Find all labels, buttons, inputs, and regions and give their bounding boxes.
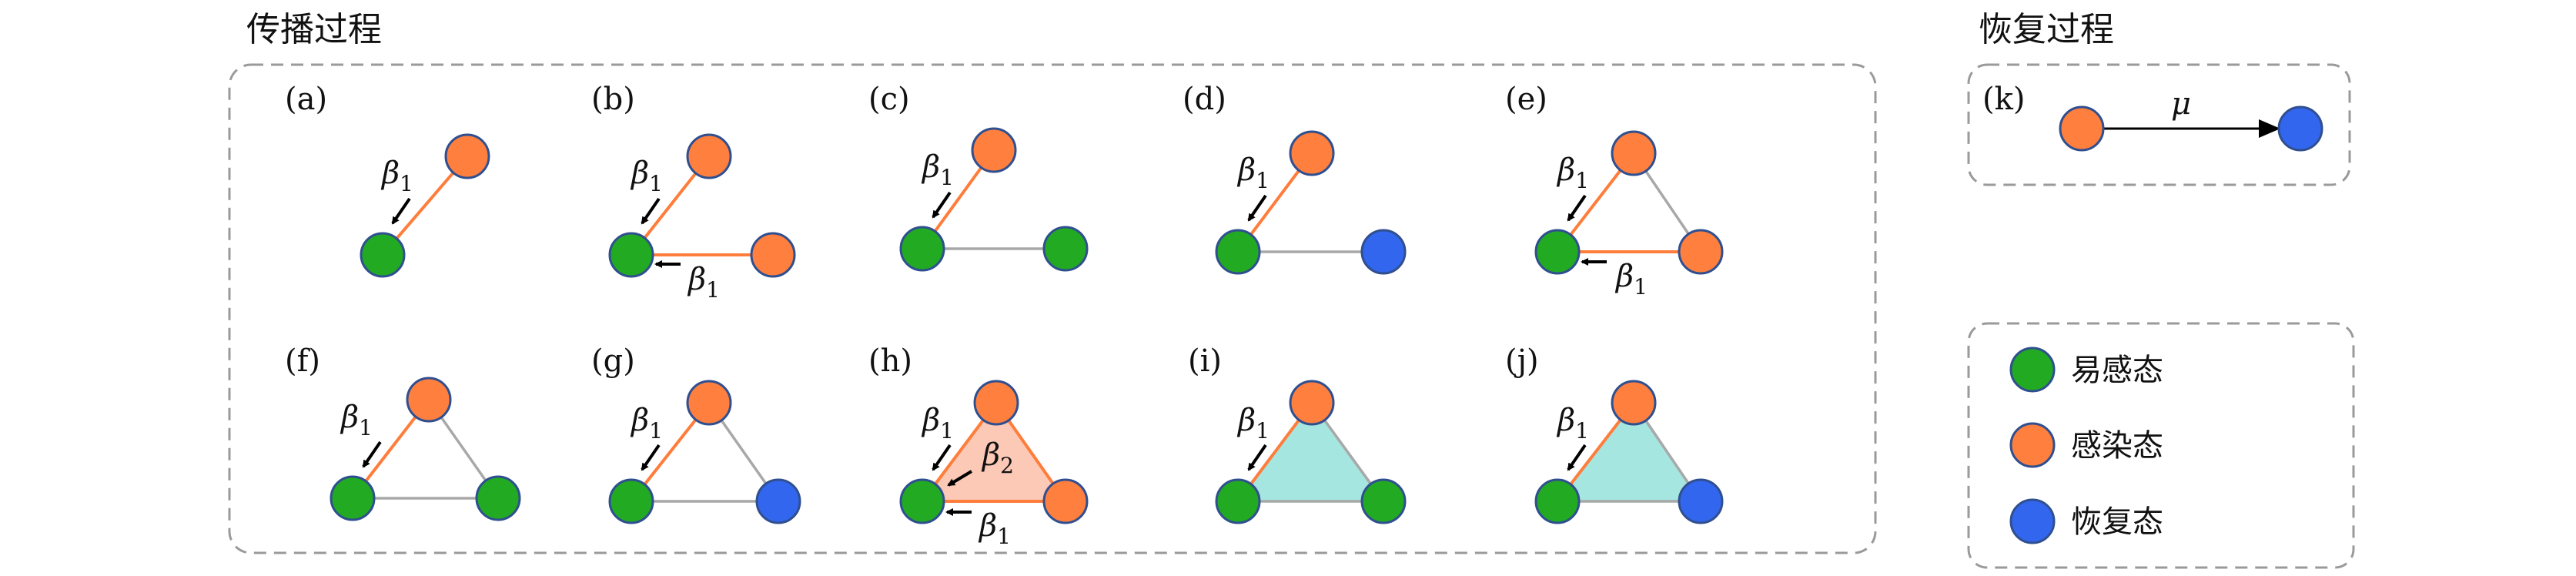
beta-label: β1	[921, 403, 954, 444]
infected-node	[444, 133, 490, 179]
legend-swatch-recovered	[2009, 498, 2056, 544]
beta1-arrow	[1247, 444, 1267, 471]
recovery-process-box	[1967, 63, 2351, 186]
recovered-node	[1678, 478, 1724, 524]
neutral-simplex-fill	[1238, 403, 1383, 501]
panel-g: (g) β1	[591, 343, 801, 524]
legend-label-recovered: 恢复态	[2071, 504, 2163, 540]
beta1-arrow	[1567, 194, 1587, 222]
infected-node	[1289, 130, 1335, 176]
infected-node	[1611, 130, 1657, 176]
panel-label-g: (g)	[591, 343, 635, 379]
beta1-arrow	[391, 197, 411, 225]
recovered-node	[2277, 105, 2323, 152]
panel-label-b: (b)	[591, 82, 635, 117]
beta-label: β1	[978, 508, 1011, 549]
beta1-arrow	[641, 444, 661, 471]
beta-label: β1	[1614, 259, 1648, 300]
beta1-arrow	[1567, 444, 1587, 471]
beta-label: β1	[340, 400, 373, 440]
panel-label-h: (h)	[868, 343, 912, 379]
infected-node	[2059, 105, 2105, 152]
neutral-simplex-fill	[1557, 403, 1701, 501]
recovered-node	[755, 478, 801, 524]
infected-node	[1611, 380, 1657, 426]
beta-label: β2	[981, 437, 1014, 478]
infected-node	[973, 380, 1019, 426]
panel-f: (f) β1	[285, 343, 521, 521]
panel-c: (c) β1	[868, 82, 1089, 272]
infected-node	[1042, 478, 1089, 524]
spread-process-title: 传播过程	[246, 10, 382, 49]
panel-b: (b) β1 β1	[591, 82, 796, 303]
infected-node	[1678, 229, 1724, 275]
panel-d: (d) β1	[1183, 82, 1407, 275]
susceptible-node	[608, 478, 654, 524]
recovery-process-title: 恢复过程	[1979, 10, 2114, 49]
beta-label: β1	[630, 156, 663, 196]
infected-simplex-fill	[922, 403, 1066, 501]
beta1-arrow	[932, 444, 952, 471]
legend-item-infected: 感染态	[2009, 422, 2163, 468]
susceptible-node	[899, 226, 945, 272]
panel-h: (h) β1 β2 β1	[868, 343, 1089, 549]
legend-swatch-infected	[2009, 422, 2056, 468]
panel-label-j: (j)	[1505, 343, 1539, 379]
legend: 易感态 感染态 恢复态	[2009, 347, 2163, 544]
panel-label-k: (k)	[1982, 82, 2025, 117]
beta1-arrow	[1247, 194, 1267, 222]
beta2-arrow	[947, 470, 973, 487]
infected-node	[406, 377, 452, 423]
beta1-arrow	[932, 191, 952, 219]
infected-node	[971, 127, 1017, 173]
recovered-node	[1360, 229, 1407, 275]
infected-node	[750, 232, 796, 278]
beta-label: β1	[687, 262, 720, 303]
susceptible-node	[608, 232, 654, 278]
infected-node	[686, 133, 732, 179]
susceptible-node	[1042, 226, 1089, 272]
panel-label-i: (i)	[1188, 343, 1222, 379]
panel-label-f: (f)	[285, 343, 320, 379]
beta-label: β1	[380, 156, 413, 196]
susceptible-node	[1534, 229, 1581, 275]
infected-node	[1289, 380, 1335, 426]
panel-a: (a) β1	[285, 82, 490, 278]
susceptible-node	[475, 475, 521, 521]
beta-label: β1	[1236, 152, 1270, 193]
panel-label-c: (c)	[868, 82, 910, 117]
susceptible-node	[360, 232, 406, 278]
panel-label-d: (d)	[1183, 82, 1226, 117]
legend-label-susceptible: 易感态	[2071, 353, 2163, 388]
panel-label-a: (a)	[285, 82, 327, 117]
beta-label: β1	[921, 149, 954, 190]
panel-k: (k) μ	[1982, 82, 2323, 152]
susceptible-node	[1215, 478, 1261, 524]
panel-j: (j) β1	[1505, 343, 1724, 524]
susceptible-node	[1360, 478, 1407, 524]
susceptible-node	[1215, 229, 1261, 275]
infected-node	[686, 380, 732, 426]
susceptible-node	[330, 475, 376, 521]
beta-label: β1	[1236, 403, 1270, 444]
beta-label: β1	[1556, 152, 1589, 193]
legend-box	[1967, 322, 2355, 569]
beta1-arrow	[641, 197, 661, 225]
susceptible-node	[1534, 478, 1581, 524]
panel-e: (e) β1 β1	[1505, 82, 1724, 300]
panel-i: (i) β1	[1188, 343, 1407, 524]
legend-item-susceptible: 易感态	[2009, 347, 2163, 393]
legend-label-infected: 感染态	[2071, 428, 2163, 464]
beta1-arrow	[362, 440, 382, 468]
legend-swatch-susceptible	[2009, 347, 2056, 393]
legend-item-recovered: 恢复态	[2009, 498, 2163, 544]
mu-label: μ	[2171, 86, 2191, 122]
beta-label: β1	[1556, 403, 1589, 444]
beta-label: β1	[630, 403, 663, 444]
spread-process-box	[228, 63, 1877, 554]
susceptible-node	[899, 478, 945, 524]
panel-label-e: (e)	[1505, 82, 1547, 117]
